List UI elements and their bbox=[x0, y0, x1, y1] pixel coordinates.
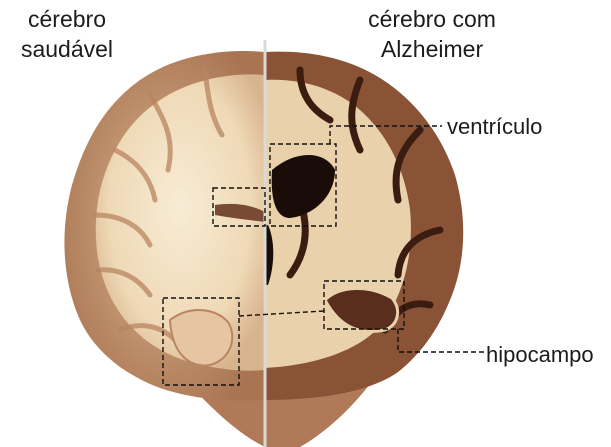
healthy-brain-title: cérebro saudável bbox=[2, 4, 132, 64]
alzheimer-brain-title: cérebro com Alzheimer bbox=[352, 4, 512, 64]
hippocampus-label: hipocampo bbox=[486, 342, 594, 368]
ventricle-label: ventrículo bbox=[447, 114, 542, 140]
